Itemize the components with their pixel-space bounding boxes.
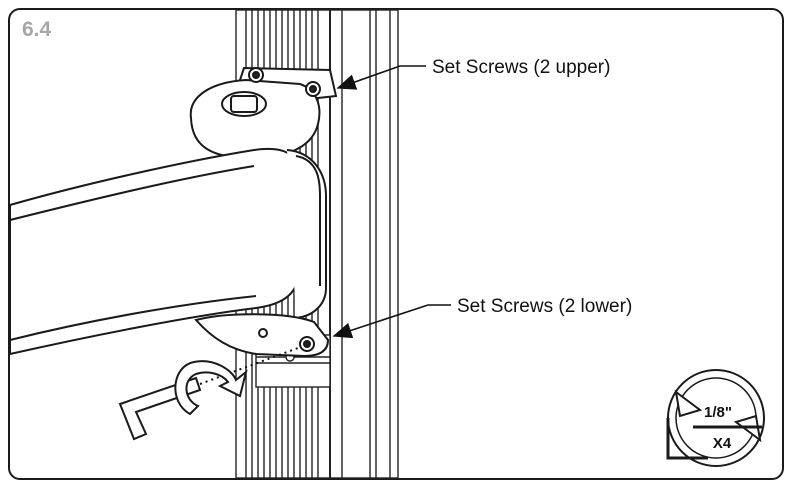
callout-lower-set-screws: Set Screws (2 lower) bbox=[457, 296, 633, 317]
callout-leaders bbox=[332, 65, 451, 339]
tool-quantity-label: X4 bbox=[713, 435, 732, 452]
step-number: 6.4 bbox=[22, 18, 52, 41]
upper-bracket bbox=[189, 66, 338, 160]
lower-bracket bbox=[194, 313, 330, 358]
callout-upper-set-screws: Set Screws (2 upper) bbox=[432, 57, 611, 78]
tool-size-label: 1/8" bbox=[704, 404, 732, 421]
articulating-arm bbox=[9, 147, 327, 356]
rotation-arrow-icon bbox=[174, 360, 248, 416]
tool-size-badge-icon: 1/8" X4 bbox=[666, 369, 765, 467]
